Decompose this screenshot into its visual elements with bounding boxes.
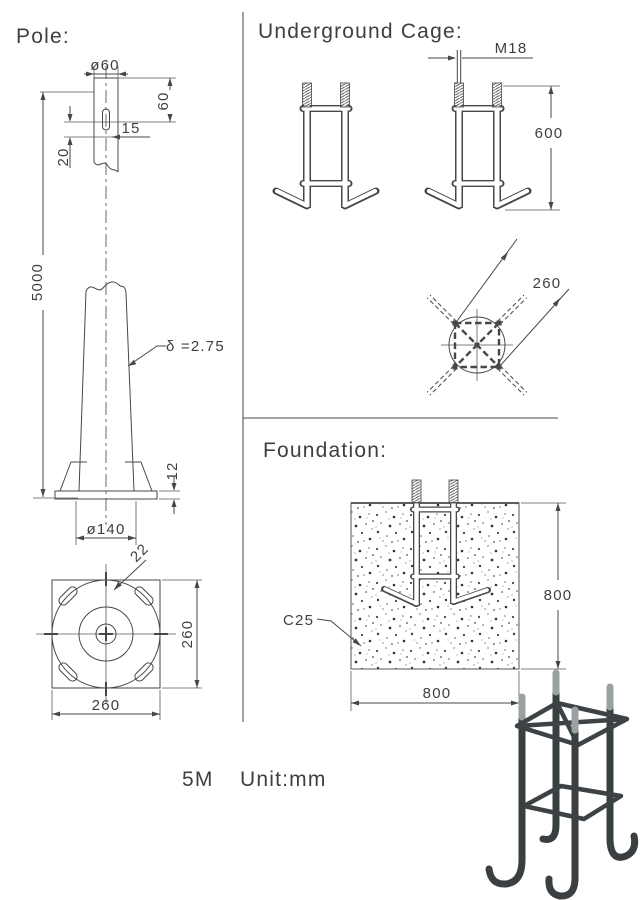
pole-section-title: Pole: [16,25,70,48]
leader-slot-size: 22 [113,540,153,591]
anchor-thread-left [411,479,422,504]
anchor-thread-left [454,82,464,108]
cage-plan-view: 260 [426,238,570,396]
anchor-thread-right [492,82,502,108]
dim-text-foundation-width: 800 [423,685,452,702]
pole-elevation: 5000 δ =2.75 12 ø140 [29,91,225,545]
dim-text-foundation-depth: 800 [544,587,573,604]
anchor-thread-left [302,82,312,108]
pole-top-hole [102,108,110,131]
dim-text-top-to-hole: 60 [155,91,172,110]
anchor-thread-right [340,82,350,108]
dim-pole-height: 5000 [29,91,94,499]
plan-centerline-ticks [44,572,168,696]
leader-concrete-grade: C25 [283,612,362,647]
dim-text-pole-height: 5000 [29,263,46,301]
dim-plate-thickness: 12 [159,461,181,514]
dim-foundation-depth: 800 [521,502,573,670]
pole-top-detail: ø60 60 15 20 [55,57,176,525]
dim-plate-depth: 260 [162,579,202,689]
base-plate-outer-circle [51,579,161,689]
dim-plate-width: 260 [51,690,161,720]
units-label: Unit:mm [240,768,327,791]
scale-label: 5M [182,768,214,791]
cage-plan-legs [426,294,528,396]
dim-text-pole-top-diameter: ø60 [90,57,119,74]
dim-bolt-diagonal: 260 [456,238,570,368]
cage-3d-lower-ring [521,783,624,822]
dim-text-base-diameter: ø140 [87,521,126,538]
dim-text-plate-width: 260 [92,697,121,714]
dim-base-diameter: ø140 [75,501,137,545]
slot-top-right [134,586,154,606]
pole-base-plate-edge [54,490,158,500]
slot-bottom-right [134,662,154,682]
dim-text-hole-offset: 15 [121,120,140,137]
leader-wall-thickness: δ =2.75 [127,338,225,367]
dim-text-bolt-diagonal: 260 [533,275,562,292]
slot-top-left [58,586,78,606]
cage-plan-square [453,321,501,369]
anchor-bolt-shank [456,50,462,83]
dim-hole-pitch: 20 [55,106,73,168]
cage-elevation-left [272,82,380,210]
pole-base-gussets [59,461,153,492]
dim-cage-height: 600 [503,85,564,211]
dim-text-bolt-thread: M18 [495,40,528,57]
dim-hole-offset: 15 [112,120,150,140]
dim-top-to-hole: 60 [64,77,176,138]
slot-bottom-left [58,662,78,682]
pole-base-plate-plan: 22 260 260 [36,540,202,720]
cage-plan-circle [448,316,506,374]
dim-text-wall-thickness: δ =2.75 [166,338,225,355]
dim-text-concrete-grade: C25 [283,612,314,629]
foundation-section-title: Foundation: [263,439,387,462]
base-plate-slots [58,586,154,682]
foundation-view: C25 800 800 [283,479,573,713]
anchor-thread-right [448,479,459,504]
cage-elevation-right: M18 600 [424,40,564,211]
base-plate-mid-circle [78,606,134,662]
dim-text-slot-size: 22 [127,540,153,566]
pole-tube-break-line [93,161,119,173]
section-dividers [242,12,558,722]
dim-text-plate-depth: 260 [179,620,196,649]
base-plate-center-hole [95,623,117,645]
dim-foundation-width: 800 [350,671,520,713]
dim-text-hole-pitch: 20 [55,147,72,166]
dim-text-cage-height: 600 [535,125,564,142]
foundation-embedded-cage [381,479,491,607]
dim-pole-top-diameter: ø60 [84,57,128,80]
dim-text-plate-thickness: 12 [164,461,181,480]
cage-3d-render [485,669,639,900]
pole-top-break-line [85,281,127,294]
cage-3d-rods [485,669,639,900]
dim-bolt-thread: M18 [428,40,533,61]
pole-walls [78,290,135,492]
cage-section-title: Underground Cage: [258,20,463,43]
concrete-block [350,502,520,670]
